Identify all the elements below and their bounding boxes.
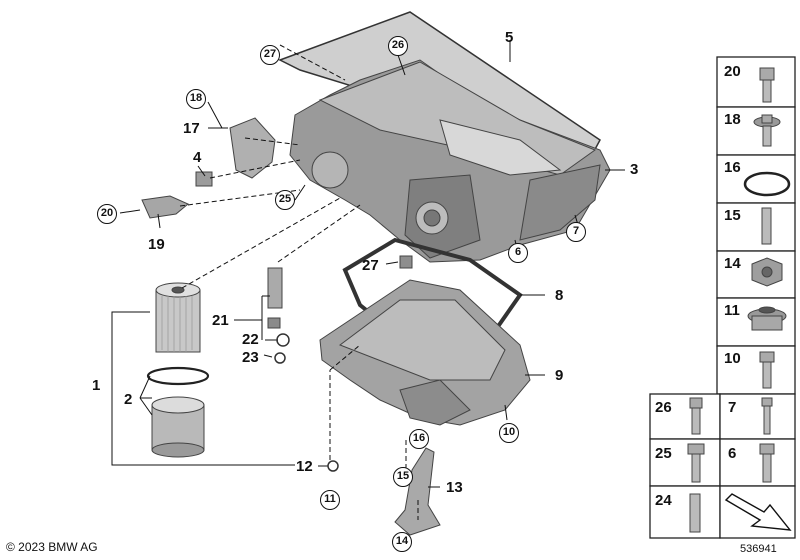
small-parts xyxy=(141,117,283,329)
table-part-drawings xyxy=(687,67,792,533)
callout-26-circle: 26 xyxy=(388,36,408,56)
callout-5: 5 xyxy=(505,29,514,46)
callout-2: 2 xyxy=(124,391,133,408)
callout-3: 3 xyxy=(630,161,639,178)
callout-6-circle: 6 xyxy=(508,243,528,263)
callout-16-circle: 16 xyxy=(409,429,429,449)
callout-11-circle: 11 xyxy=(320,490,340,510)
callout-9: 9 xyxy=(555,367,564,384)
table-num-15: 15 xyxy=(724,207,741,224)
table-num-6: 6 xyxy=(728,445,737,462)
callout-21: 21 xyxy=(212,312,229,329)
callout-12: 12 xyxy=(296,458,313,475)
table-num-20: 20 xyxy=(724,63,741,80)
table-num-11: 11 xyxy=(724,302,740,319)
diagram-id: 536941 xyxy=(740,543,777,555)
callout-19: 19 xyxy=(148,236,165,253)
callout-7-circle: 7 xyxy=(566,222,586,242)
table-num-18: 18 xyxy=(724,111,741,128)
table-num-10: 10 xyxy=(724,350,741,367)
callout-27-drain: 27 xyxy=(362,257,379,274)
copyright-text: © 2023 BMW AG xyxy=(6,540,98,554)
oil-pickup xyxy=(394,447,441,536)
dashed-leaders xyxy=(179,44,419,520)
callout-13: 13 xyxy=(446,479,463,496)
callout-18-circle: 18 xyxy=(186,89,206,109)
oil-filter xyxy=(146,282,210,458)
callout-1: 1 xyxy=(92,377,101,394)
callout-8: 8 xyxy=(555,287,564,304)
callout-10-circle: 10 xyxy=(499,423,519,443)
parts-table xyxy=(649,56,796,539)
table-num-24: 24 xyxy=(655,492,672,509)
callout-4: 4 xyxy=(193,149,202,166)
table-num-7: 7 xyxy=(728,399,737,416)
callout-23: 23 xyxy=(242,349,259,366)
callout-27-circle: 27 xyxy=(260,45,280,65)
upper-oil-pan xyxy=(289,59,611,263)
lower-oil-pan xyxy=(319,279,531,426)
callout-25-circle: 25 xyxy=(275,190,295,210)
callout-22: 22 xyxy=(242,331,259,348)
table-num-26: 26 xyxy=(655,399,672,416)
table-num-14: 14 xyxy=(724,255,741,272)
callout-15-circle: 15 xyxy=(393,467,413,487)
callout-20-circle: 20 xyxy=(97,204,117,224)
table-num-16: 16 xyxy=(724,159,741,176)
callout-17: 17 xyxy=(183,120,200,137)
table-num-25: 25 xyxy=(655,445,672,462)
callout-14-circle: 14 xyxy=(392,532,412,552)
